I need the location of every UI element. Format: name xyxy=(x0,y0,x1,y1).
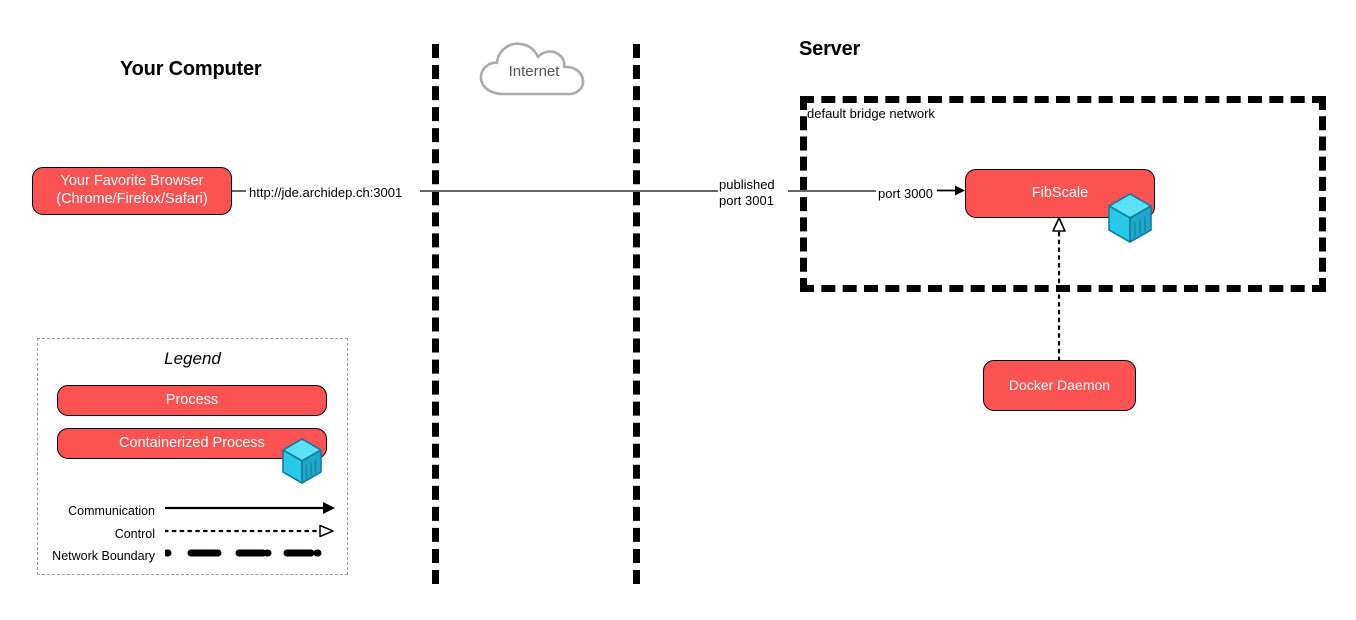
control-link-daemon-to-fibscale xyxy=(1052,217,1066,370)
legend-control-arrow-icon xyxy=(165,524,334,538)
internet-cloud-icon xyxy=(479,42,585,96)
published-port-label: published port 3001 xyxy=(719,177,775,208)
container-port-label: port 3000 xyxy=(878,186,933,201)
legend-label-network-boundary: Network Boundary xyxy=(52,549,155,563)
default-bridge-network-box xyxy=(800,96,1326,292)
legend-title: Legend xyxy=(164,349,221,368)
arrow-into-fibscale-icon xyxy=(937,185,965,196)
legend-network-boundary-icon xyxy=(165,549,335,557)
link-inside-bridge-network xyxy=(806,190,876,192)
legend-label-communication: Communication xyxy=(68,504,155,518)
legend-communication-arrow-icon xyxy=(165,502,335,514)
process-fibscale[interactable]: FibScale xyxy=(965,169,1155,218)
title-server: Server xyxy=(799,38,861,60)
link-published-port-to-server xyxy=(788,190,816,192)
docker-container-cube-icon xyxy=(1108,193,1152,243)
network-boundary-right xyxy=(633,44,640,584)
legend-process-swatch: Process xyxy=(57,385,327,416)
legend-docker-container-cube-icon xyxy=(282,438,322,484)
process-browser[interactable]: Your Favorite Browser (Chrome/Firefox/Sa… xyxy=(32,167,232,215)
title-your-computer: Your Computer xyxy=(120,58,262,80)
link-url-across-internet xyxy=(420,190,718,192)
process-docker-daemon[interactable]: Docker Daemon xyxy=(983,360,1136,411)
url-label: http://jde.archidep.ch:3001 xyxy=(249,185,403,200)
legend-label-control: Control xyxy=(114,527,155,541)
link-browser-to-url xyxy=(232,190,246,192)
default-bridge-network-label: default bridge network xyxy=(807,106,935,121)
internet-label: Internet xyxy=(508,63,560,80)
network-boundary-left xyxy=(432,44,439,584)
legend-containerized-swatch: Containerized Process xyxy=(57,428,327,459)
